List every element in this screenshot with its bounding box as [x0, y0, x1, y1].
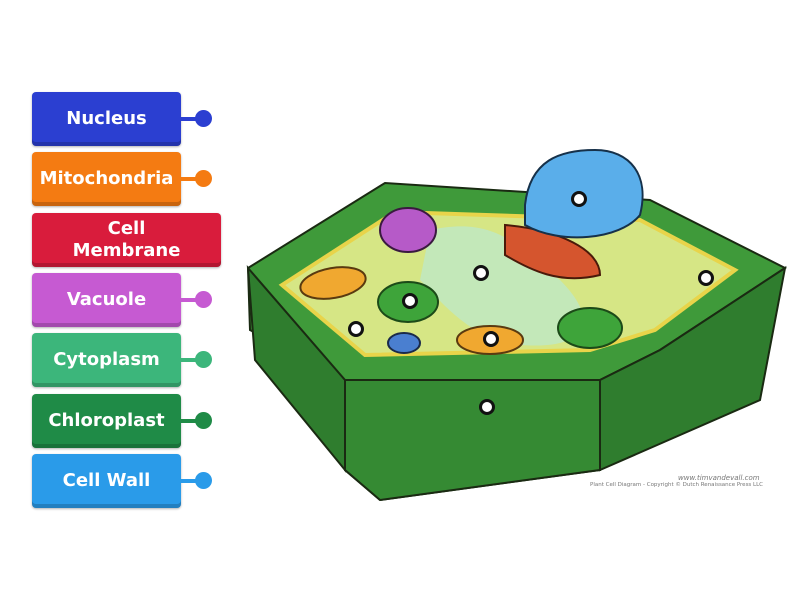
connector-line [181, 297, 203, 302]
connector-line [181, 358, 203, 363]
marker-cell-wall[interactable] [479, 399, 495, 415]
connector-dot[interactable] [195, 290, 212, 308]
connector-dot[interactable] [195, 170, 212, 188]
marker-cell-membrane[interactable] [698, 270, 714, 286]
vacuole [420, 226, 584, 346]
connector-dot[interactable] [195, 351, 212, 369]
marker-vacuole[interactable] [473, 265, 489, 281]
ribosome [387, 332, 421, 354]
mitochondria [299, 266, 524, 355]
credit-site: www.timvandevall.com [678, 474, 760, 482]
credit-copyright: Plant Cell Diagram - Copyright © Dutch R… [590, 482, 764, 488]
marker-nucleus[interactable] [571, 191, 587, 207]
marker-mitochondria[interactable] [483, 331, 499, 347]
connector-dot[interactable] [195, 411, 212, 429]
connector-dot[interactable] [195, 471, 212, 489]
label-vacuole[interactable]: Vacuole [32, 272, 181, 327]
label-mitochondria[interactable]: Mitochondria [32, 152, 181, 207]
marker-cytoplasm[interactable] [348, 321, 364, 337]
label-cytoplasm[interactable]: Cytoplasm [32, 333, 181, 388]
connector-dot[interactable] [195, 110, 212, 127]
connector-line [181, 117, 203, 121]
connector-line [181, 478, 203, 483]
connector-dot[interactable] [195, 230, 212, 248]
golgi [379, 207, 437, 253]
label-cell-wall[interactable]: Cell Wall [32, 453, 181, 508]
connector-line [181, 237, 203, 242]
label-nucleus[interactable]: Nucleus [32, 92, 181, 146]
marker-chloroplast[interactable] [402, 293, 418, 309]
connector-line [181, 177, 203, 182]
connector-line [181, 418, 203, 423]
label-chloroplast[interactable]: Chloroplast [32, 393, 181, 448]
